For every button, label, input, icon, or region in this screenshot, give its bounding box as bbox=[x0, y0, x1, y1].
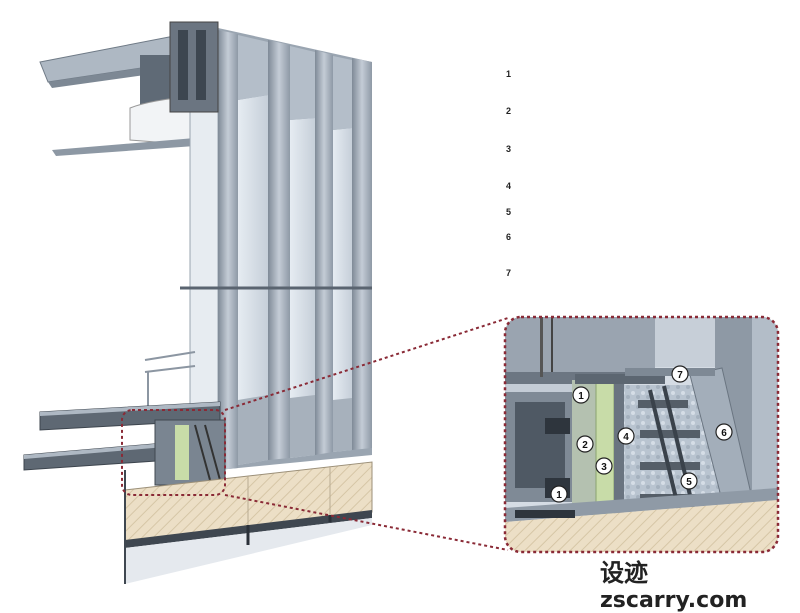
watermark-domain: zscarry.com bbox=[600, 588, 748, 613]
callout-1-top: 1 bbox=[572, 386, 590, 404]
callout-3: 3 bbox=[595, 457, 613, 475]
callout-6: 6 bbox=[715, 423, 733, 441]
legend-number-4: 4 bbox=[506, 181, 512, 191]
legend-number-7: 7 bbox=[506, 268, 512, 278]
callout-1-bottom-label: 1 bbox=[556, 490, 562, 501]
callout-1-top-label: 1 bbox=[578, 391, 584, 402]
callout-4: 4 bbox=[617, 427, 635, 445]
legend-number-2: 2 bbox=[506, 106, 512, 116]
callout-5-label: 5 bbox=[686, 477, 692, 488]
legend-number-5: 5 bbox=[506, 207, 512, 217]
detail-leader-top bbox=[224, 317, 509, 411]
callout-6-label: 6 bbox=[721, 428, 727, 439]
callout-7-label: 7 bbox=[677, 370, 683, 381]
watermark-chinese: 设迹 bbox=[600, 559, 648, 587]
legend-number-1: 1 bbox=[506, 69, 512, 79]
callout-7: 7 bbox=[671, 365, 689, 383]
callout-4-label: 4 bbox=[623, 432, 629, 443]
legend-number-6: 6 bbox=[506, 232, 512, 242]
callout-2-label: 2 bbox=[582, 440, 588, 451]
legend-number-3: 3 bbox=[506, 144, 512, 154]
detail-leader-bottom bbox=[224, 494, 509, 551]
facade-section-diagram: 1 1 2 3 4 5 6 7 bbox=[23, 21, 780, 584]
facade-assembly bbox=[23, 21, 373, 584]
callout-1-bottom: 1 bbox=[550, 485, 568, 503]
detail-frame bbox=[503, 315, 780, 554]
callout-5: 5 bbox=[680, 472, 698, 490]
callout-3-label: 3 bbox=[601, 462, 607, 473]
enlarged-detail bbox=[505, 317, 778, 552]
watermark: 设迹zscarry.com bbox=[600, 553, 800, 613]
callout-2: 2 bbox=[576, 435, 594, 453]
